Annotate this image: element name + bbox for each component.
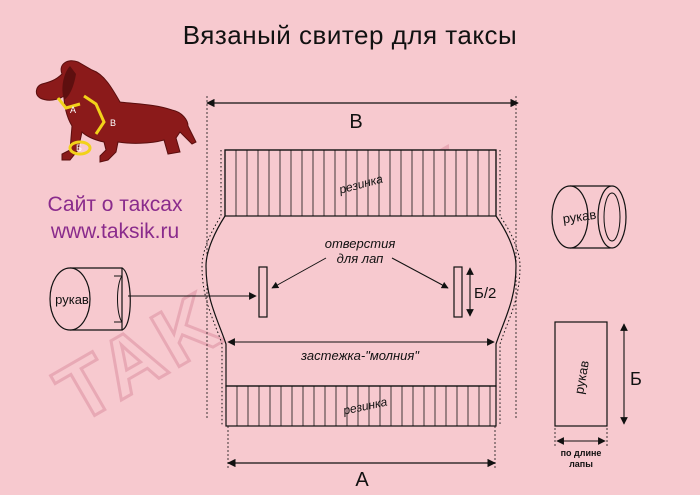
leg-length-label-1: по длине xyxy=(561,448,602,458)
dog-marker-a: А xyxy=(70,105,76,115)
sleeve-height-label: Б xyxy=(630,369,642,389)
width-top-label: В xyxy=(349,111,362,133)
bottom-ribbing-label: резинка xyxy=(341,395,389,418)
dog-ear xyxy=(62,66,76,100)
sleeve-flat xyxy=(554,321,608,427)
leg-holes-label-1: отверстия xyxy=(325,236,396,251)
width-bottom-label: А xyxy=(355,469,369,491)
marker-v xyxy=(83,94,106,135)
hole-size-label: Б/2 xyxy=(474,285,496,302)
page-title: Вязаный свитер для таксы xyxy=(182,20,518,50)
sleeve-tube-left xyxy=(49,267,131,331)
sleeve-tube-left-label: рукав xyxy=(55,292,89,307)
marker-a xyxy=(56,97,81,110)
dog-marker-b: Б xyxy=(76,143,82,153)
leg-hole-left xyxy=(258,266,268,318)
sweater-edge-right xyxy=(499,150,521,425)
sleeve-tube-right xyxy=(551,185,627,249)
marker-b xyxy=(68,140,92,156)
dog-marker-v: В xyxy=(110,118,116,128)
zipper-label: застежка-"молния" xyxy=(300,348,420,363)
bottom-ribbing xyxy=(225,385,497,427)
dog-body xyxy=(35,60,197,163)
sweater-edge-left xyxy=(201,150,223,425)
sleeve-tube-right-label: рукав xyxy=(562,207,598,227)
leg-holes-label-2: для лап xyxy=(337,251,384,266)
leg-hole-right xyxy=(453,266,463,318)
leg-holes-pointer-left xyxy=(271,257,327,289)
site-caption: Сайт о таксах xyxy=(47,193,183,216)
dachshund-illustration: А В Б xyxy=(35,60,197,163)
leg-length-label-2: лапы xyxy=(569,459,593,469)
top-ribbing xyxy=(224,149,497,217)
leg-holes-pointer-right xyxy=(391,257,449,289)
site-url[interactable]: www.taksik.ru xyxy=(50,220,180,243)
sleeve-flat-label: рукав xyxy=(571,359,592,395)
